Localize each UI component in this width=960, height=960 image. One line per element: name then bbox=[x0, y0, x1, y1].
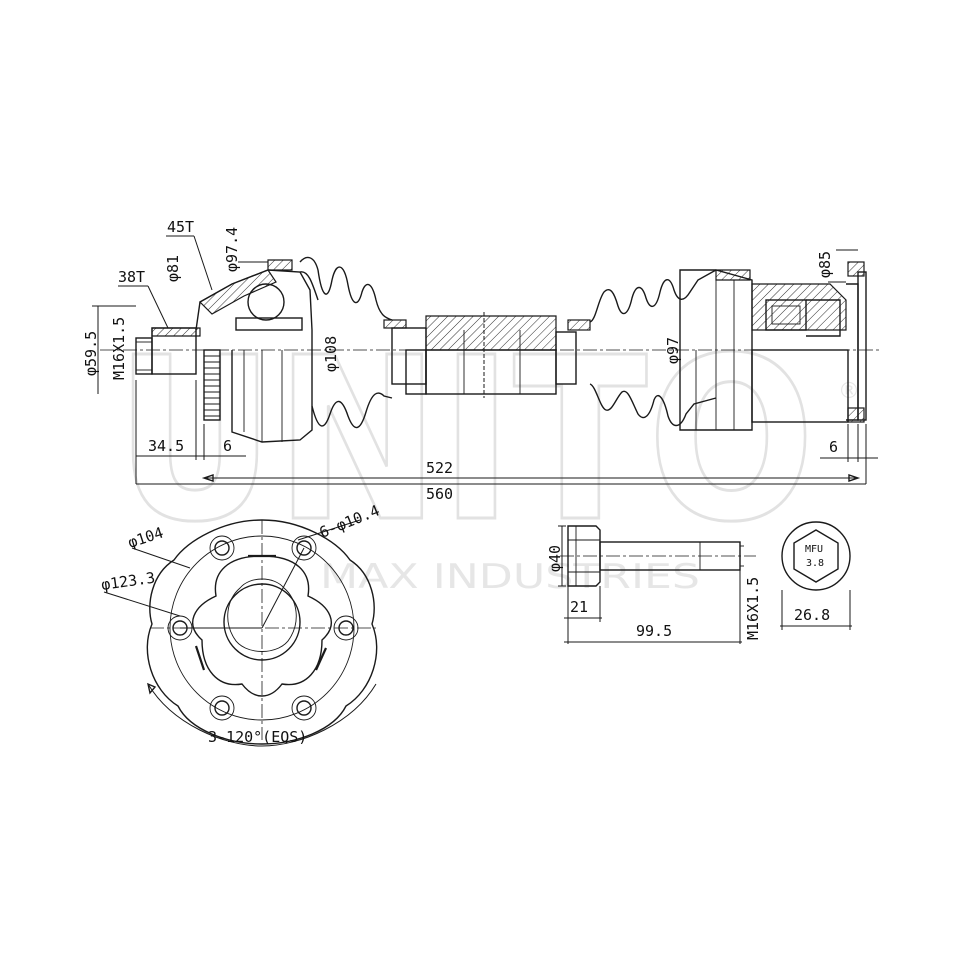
label-head-len: 21 bbox=[570, 598, 588, 616]
flange-end-view: φ104 φ123.3 6-φ10.4 3-120°(EQS) bbox=[100, 501, 382, 747]
flange-outline bbox=[146, 519, 378, 745]
label-dia-123-3: φ123.3 bbox=[100, 569, 156, 594]
inner-boot bbox=[567, 269, 717, 427]
dim-6-right: 6 bbox=[829, 438, 838, 456]
dim-560: 560 bbox=[426, 485, 453, 503]
callout-45t: 45T bbox=[166, 218, 213, 291]
label-dia-97-4: φ97.4 bbox=[223, 227, 241, 272]
label-bolt-length: 99.5 bbox=[636, 622, 672, 640]
label-dia-108: φ108 bbox=[322, 336, 340, 372]
label-45t: 45T bbox=[167, 218, 194, 236]
label-grade-num: 3.8 bbox=[806, 558, 824, 569]
label-thread-left: M16X1.5 bbox=[110, 317, 128, 380]
dim-522: 522 bbox=[426, 459, 453, 477]
callout-dia-59-5: φ59.5 M16X1.5 bbox=[82, 305, 136, 394]
callout-dia-85: φ85 bbox=[816, 249, 858, 283]
bolt-head-hex bbox=[793, 529, 839, 583]
inner-cv-joint bbox=[679, 261, 867, 431]
abs-ring bbox=[203, 349, 221, 421]
length-dimensions: 34.5 6 6 522 560 bbox=[135, 380, 878, 503]
callout-dia-81: φ81 bbox=[164, 255, 182, 282]
flange-mark-right bbox=[314, 647, 328, 671]
outer-cv-joint bbox=[195, 259, 313, 443]
label-grade-mfu: MFU bbox=[805, 544, 823, 555]
label-dia-81: φ81 bbox=[164, 255, 182, 282]
watermark: UNITO ® MAX INDUSTRIES bbox=[114, 309, 861, 598]
dim-6-left: 6 bbox=[223, 437, 232, 455]
label-dia-85: φ85 bbox=[816, 251, 834, 278]
tripod-outline bbox=[192, 555, 332, 697]
flange-mark-left bbox=[194, 645, 206, 671]
callout-38t: 38T bbox=[118, 268, 169, 329]
label-across-flats: 26.8 bbox=[794, 606, 830, 624]
bolt-head-top-view: MFU 3.8 26.8 bbox=[780, 521, 852, 630]
watermark-brand: UNITO bbox=[115, 310, 815, 572]
label-dia-59-5: φ59.5 bbox=[82, 331, 100, 376]
callout-dia-108: φ108 bbox=[322, 336, 340, 372]
label-38t: 38T bbox=[118, 268, 145, 286]
intermediate-shaft bbox=[391, 312, 577, 398]
watermark-registered: ® bbox=[838, 379, 860, 404]
label-dia-40: φ40 bbox=[546, 545, 564, 572]
watermark-subtitle: MAX INDUSTRIES bbox=[320, 557, 700, 597]
bolt-side-view: φ40 21 99.5 M16X1.5 bbox=[546, 525, 762, 644]
label-angle: 3-120°(EQS) bbox=[208, 728, 307, 746]
dim-34-5: 34.5 bbox=[148, 437, 184, 455]
drive-shaft-assembly: 45T 38T φ97.4 φ81 φ59.5 M16X1.5 φ108 bbox=[82, 218, 880, 503]
callout-dia-97: φ97 bbox=[664, 337, 682, 364]
label-bolt-thread: M16X1.5 bbox=[744, 577, 762, 640]
bolt-head-circle bbox=[781, 521, 851, 591]
label-dia-97: φ97 bbox=[664, 337, 682, 364]
left-stub-shaft bbox=[135, 327, 201, 375]
callout-dia-97-4: φ97.4 bbox=[223, 227, 268, 272]
